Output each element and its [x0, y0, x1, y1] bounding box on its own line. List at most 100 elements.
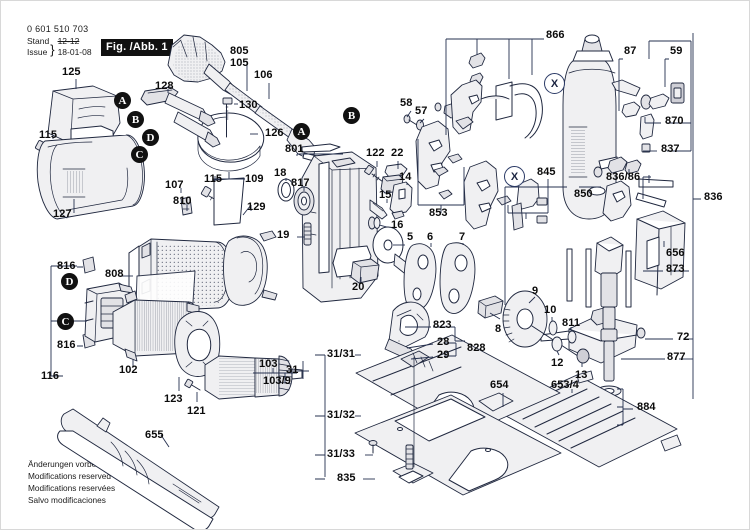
leader-lines — [50, 33, 701, 480]
order-number: 0 601 510 703 — [27, 24, 89, 34]
callout-20: 20 — [352, 281, 365, 293]
part-8-9-gear-shaft — [477, 290, 590, 364]
disclaimer-de: Änderungen vorbehalten — [28, 459, 119, 469]
disclaimer-en: Modifications reserved — [28, 471, 112, 482]
part-877-plunger-assembly — [566, 236, 646, 382]
callout-873: 873 — [666, 263, 685, 275]
part-6-plate — [403, 243, 437, 312]
callout-125: 125 — [62, 66, 81, 78]
part-817-bearing — [293, 186, 315, 216]
callout-115-right: 115 — [204, 173, 223, 185]
badge-letter-d-lower: D — [61, 273, 78, 290]
callout-31-33: 31/33 — [327, 448, 356, 460]
part-656-cover — [634, 210, 686, 296]
callout-16: 16 — [391, 219, 404, 231]
part-122-screw — [364, 164, 387, 185]
part-129-housing-cover — [223, 230, 278, 306]
figure-tag: Fig. /Abb. 1 — [101, 39, 173, 56]
callout-115-left: 115 — [39, 129, 58, 141]
callout-123: 123 — [164, 393, 183, 405]
callout-87: 87 — [624, 45, 637, 57]
callout-9: 9 — [532, 285, 539, 297]
callout-28: 28 — [437, 336, 450, 348]
issue-label: Issue — [27, 46, 48, 57]
callout-109: 109 — [245, 173, 264, 185]
callout-884: 884 — [637, 401, 656, 413]
badge-x-upper: X — [544, 73, 565, 94]
callout-103: 103 — [259, 358, 278, 370]
callout-57: 57 — [415, 105, 428, 117]
callout-7: 7 — [459, 231, 466, 243]
callout-107: 107 — [165, 179, 184, 191]
callout-29: 29 — [437, 349, 450, 361]
callout-816-top: 816 — [57, 260, 76, 272]
part-31-33-screw — [368, 440, 378, 454]
callout-5: 5 — [407, 231, 414, 243]
part-853-bracket-a — [415, 120, 463, 190]
callout-105: 105 — [230, 57, 249, 69]
callout-103-9: 103/9 — [263, 375, 292, 387]
stand-date-struck: 12-12 — [57, 36, 80, 47]
part-850-motor-body — [562, 34, 641, 220]
callout-106: 106 — [254, 69, 273, 81]
part-107-contact — [180, 196, 193, 216]
callout-15: 15 — [379, 189, 392, 201]
part-835-bracket — [392, 444, 434, 484]
badge-letter-b-center: B — [343, 107, 360, 124]
callout-126: 126 — [265, 127, 284, 139]
part-58-57-pins — [403, 114, 424, 131]
callout-655: 655 — [145, 429, 164, 441]
part-128-lever-arms — [140, 86, 221, 148]
part-655-nozzle — [57, 408, 220, 529]
callout-31-32: 31/32 — [327, 409, 356, 421]
part-853-bracket-b — [463, 160, 512, 230]
callout-128: 128 — [155, 80, 174, 92]
callout-19: 19 — [277, 229, 290, 241]
stand-label: Stand — [27, 36, 50, 47]
callout-116: 116 — [41, 370, 60, 382]
callout-656: 656 — [666, 247, 685, 259]
callout-801: 801 — [285, 143, 304, 155]
part-15-pin — [369, 199, 388, 220]
callout-850: 850 — [574, 188, 593, 200]
callout-836: 836 — [704, 191, 723, 203]
callout-845: 845 — [537, 166, 556, 178]
part-866-group — [450, 52, 543, 139]
part-127-motor-housing — [36, 134, 145, 220]
callout-808: 808 — [105, 268, 124, 280]
part-870-parts — [639, 113, 655, 153]
callout-828: 828 — [467, 342, 486, 354]
part-31-32-base-plate — [354, 394, 562, 496]
callout-130: 130 — [239, 99, 258, 111]
disclaimer-fr: Modifications reservées — [28, 483, 116, 494]
callout-805: 805 — [230, 45, 249, 57]
badge-letter-c-lower: C — [57, 313, 74, 330]
part-845-group — [511, 178, 548, 231]
disclaimer-block: Änderungen vorbehalten Modifications res… — [28, 458, 119, 506]
part-837-836-86-parts — [593, 156, 674, 222]
callout-866: 866 — [546, 29, 565, 41]
issue-date: 18-01-08 — [57, 46, 92, 57]
part-126-cap — [197, 112, 265, 172]
callout-127: 127 — [53, 208, 72, 220]
callout-129: 129 — [247, 201, 266, 213]
brace-glyph: } — [50, 41, 55, 57]
badge-letter-a-left: A — [114, 92, 131, 109]
callout-810: 810 — [173, 195, 192, 207]
callout-654: 654 — [490, 379, 509, 391]
callout-823: 823 — [433, 319, 452, 331]
callout-6: 6 — [427, 231, 434, 243]
callout-121: 121 — [187, 405, 206, 417]
callout-18: 18 — [274, 167, 287, 179]
callout-31: 31 — [286, 364, 299, 376]
part-19-spring — [303, 222, 312, 246]
disclaimer-es: Salvo modificaciones — [28, 495, 106, 506]
callout-59: 59 — [670, 45, 683, 57]
callout-8: 8 — [495, 323, 502, 335]
part-14-lever — [389, 181, 413, 220]
callout-835: 835 — [337, 472, 356, 484]
callout-122: 122 — [366, 147, 385, 159]
callout-853: 853 — [429, 207, 448, 219]
part-130-screw — [222, 97, 233, 138]
